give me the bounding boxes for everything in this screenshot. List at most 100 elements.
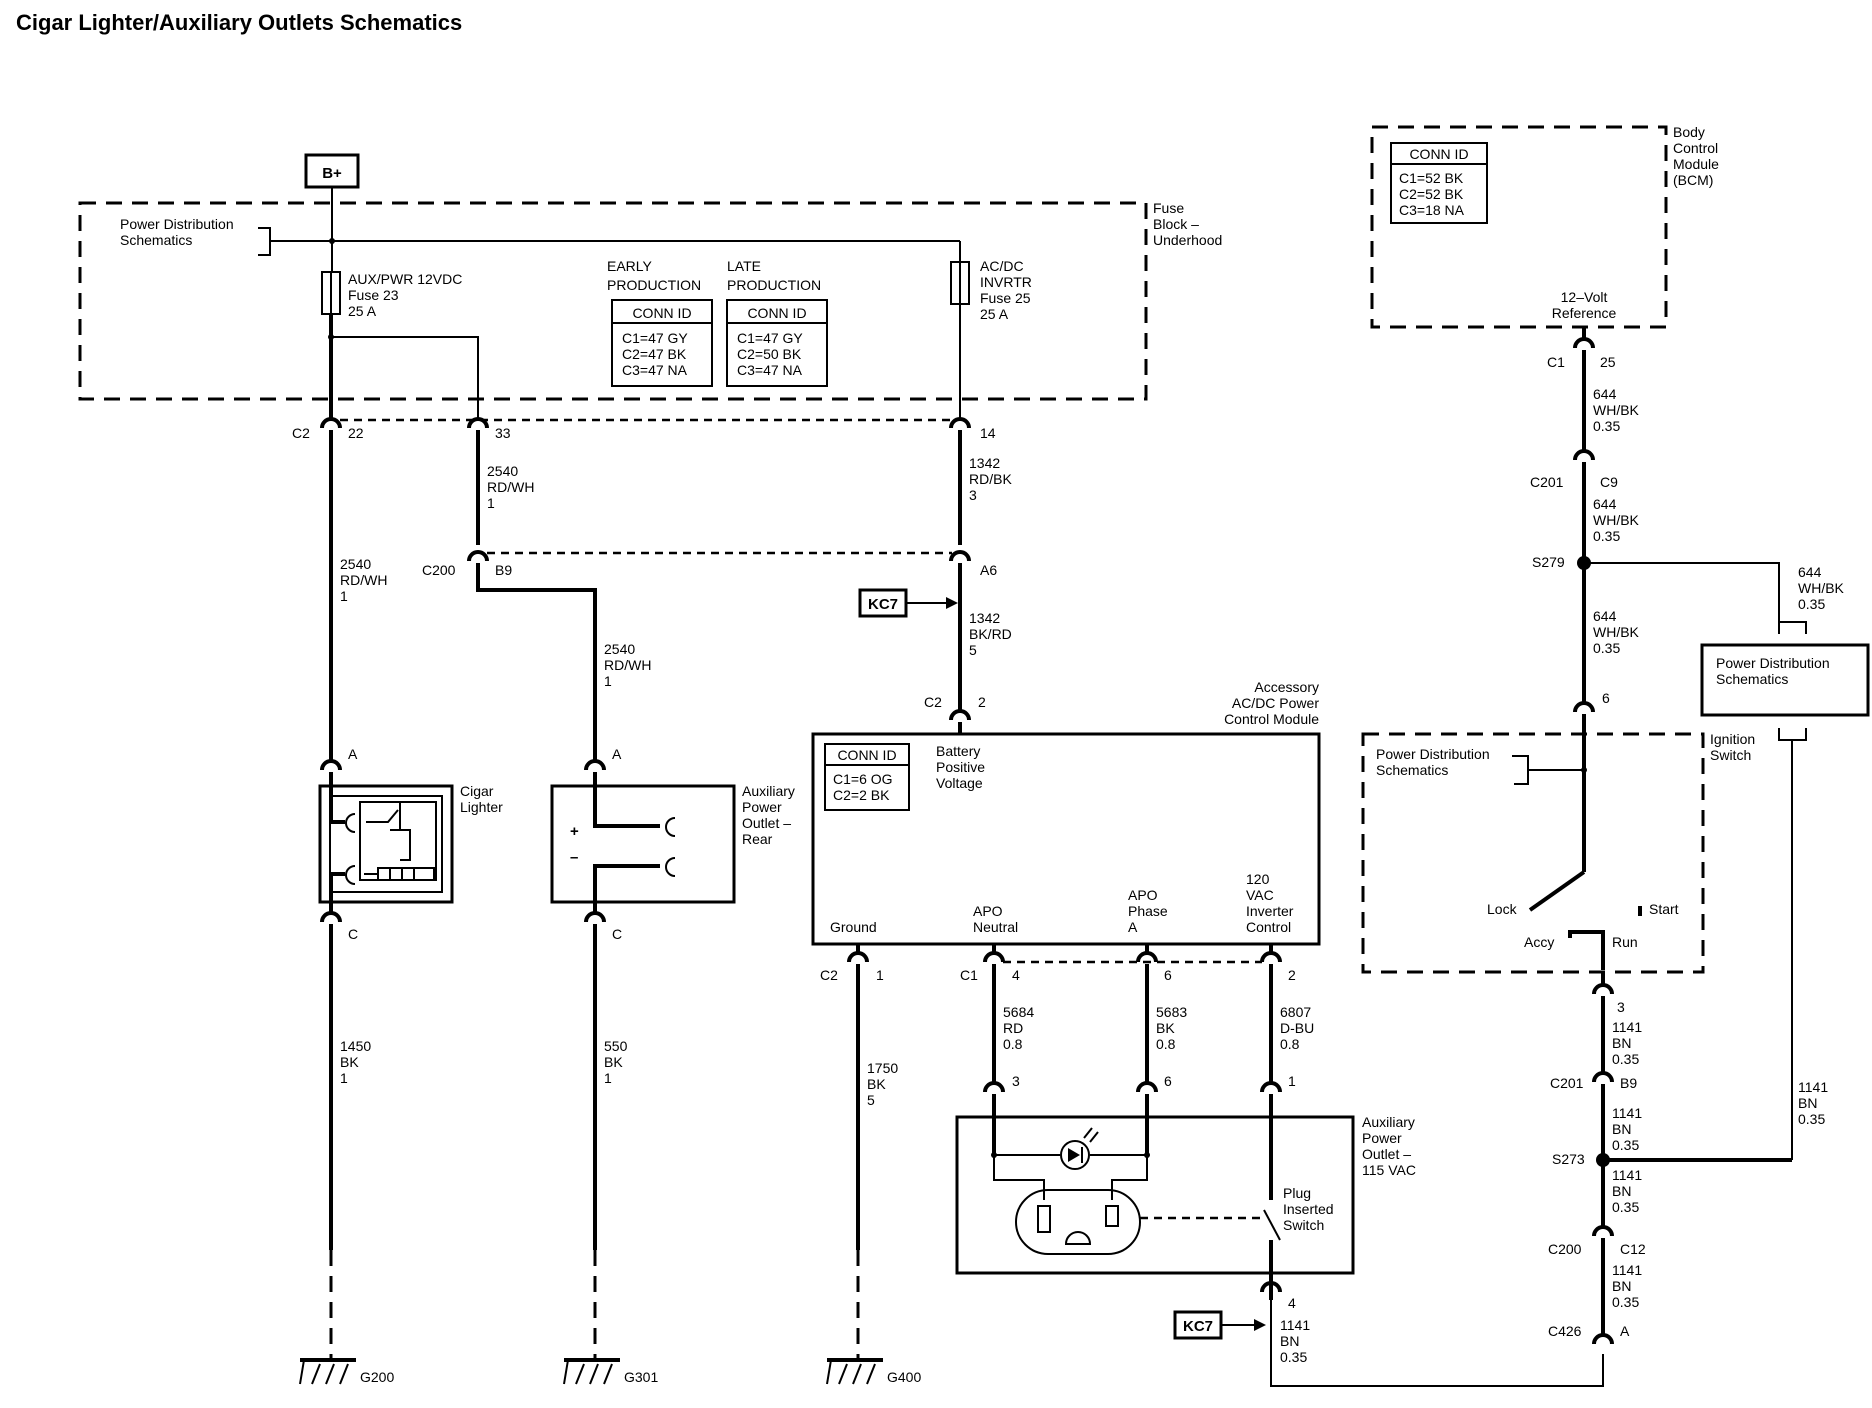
- svg-text:Outlet –: Outlet –: [742, 815, 791, 831]
- svg-text:2540: 2540: [487, 463, 518, 479]
- svg-text:Control: Control: [1673, 140, 1718, 156]
- c1-pin-2: 2: [1288, 967, 1296, 983]
- svg-text:RD/BK: RD/BK: [969, 471, 1012, 487]
- svg-text:0.8: 0.8: [1003, 1036, 1023, 1052]
- accy-label: Accy: [1524, 934, 1554, 950]
- svg-text:BK: BK: [1156, 1020, 1175, 1036]
- svg-text:1141: 1141: [1612, 1167, 1642, 1183]
- battery-positive-label: Battery Positive Voltage: [936, 743, 985, 791]
- svg-text:0.35: 0.35: [1798, 596, 1825, 612]
- aux-115-label: Auxiliary Power Outlet – 115 VAC: [1362, 1114, 1416, 1178]
- svg-text:Fuse: Fuse: [1153, 200, 1184, 216]
- svg-text:Body: Body: [1673, 124, 1705, 140]
- cigar-lighter-label: Cigar Lighter: [460, 783, 503, 815]
- wire-1141-kc7-label: 1141 BN 0.35: [1280, 1317, 1310, 1365]
- wire-2540-aux-rear-label: 2540 RD/WH 1: [604, 641, 651, 689]
- svg-text:Outlet –: Outlet –: [1362, 1146, 1411, 1162]
- cigar-lighter-icon: [318, 784, 454, 904]
- wire-1141-pds-label: 1141 BN 0.35: [1798, 1079, 1828, 1127]
- svg-text:1: 1: [340, 1070, 348, 1086]
- svg-text:CONN ID: CONN ID: [837, 747, 896, 763]
- connector-c1-4: [983, 951, 1005, 963]
- ground-c2-pin: 1: [876, 967, 884, 983]
- wire-1141-b-label: 1141 BN 0.35: [1612, 1105, 1642, 1153]
- svg-text:1141: 1141: [1612, 1019, 1642, 1035]
- ignition-pds-bracket: [1512, 755, 1529, 785]
- fuse-25-label: AC/DC INVRTR Fuse 25 25 A: [980, 258, 1032, 322]
- fuse-block-outline: [78, 201, 1148, 401]
- svg-text:0.35: 0.35: [1593, 528, 1620, 544]
- c200-c12-label: C200: [1548, 1241, 1582, 1257]
- svg-text:120: 120: [1246, 871, 1270, 887]
- connector-a6: [949, 550, 971, 562]
- svg-text:PRODUCTION: PRODUCTION: [727, 277, 821, 293]
- wire-644-a-label: 644 WH/BK 0.35: [1593, 386, 1640, 434]
- wire-6807-label: 6807 D-BU 0.8: [1280, 1004, 1314, 1052]
- svg-text:Schematics: Schematics: [1376, 762, 1448, 778]
- connector-ign-3: [1592, 983, 1614, 995]
- late-production-label: LATE PRODUCTION: [727, 258, 821, 293]
- svg-text:Fuse 25: Fuse 25: [980, 290, 1031, 306]
- svg-text:C1=47 GY: C1=47 GY: [737, 330, 803, 346]
- svg-text:644: 644: [1593, 496, 1617, 512]
- ignition-pds-label: Power Distribution Schematics: [1376, 746, 1490, 778]
- connector-bcm-c1: [1573, 337, 1595, 349]
- svg-text:1342: 1342: [969, 610, 1000, 626]
- svg-text:1141: 1141: [1612, 1262, 1642, 1278]
- svg-text:Accessory: Accessory: [1254, 679, 1319, 695]
- svg-text:CONN ID: CONN ID: [1409, 146, 1468, 162]
- pds-box-right: [1700, 643, 1870, 717]
- svg-text:2540: 2540: [340, 556, 371, 572]
- svg-text:1750: 1750: [867, 1060, 898, 1076]
- out-pin-6: 6: [1164, 1073, 1172, 1089]
- svg-text:1141: 1141: [1280, 1317, 1310, 1333]
- wire-2540-aux-rear: [476, 563, 597, 762]
- svg-text:5684: 5684: [1003, 1004, 1034, 1020]
- wire-1141-bottom: [1270, 1294, 1604, 1387]
- svg-text:BK/RD: BK/RD: [969, 626, 1012, 642]
- connector-c2-33: [467, 417, 489, 429]
- svg-text:C3=18 NA: C3=18 NA: [1399, 202, 1465, 218]
- wire-1342-top-label: 1342 RD/BK 3: [969, 455, 1012, 503]
- outlet-receptacle-icon: [1015, 1189, 1141, 1255]
- svg-text:0.35: 0.35: [1612, 1137, 1639, 1153]
- conn-id-late: CONN ID C1=47 GY C2=50 BK C3=47 NA: [726, 299, 828, 387]
- connector-c2-22: [320, 417, 342, 429]
- svg-text:C1=47 GY: C1=47 GY: [622, 330, 688, 346]
- acdc-c2-label: C2: [924, 694, 942, 710]
- svg-text:Power: Power: [742, 799, 782, 815]
- connector-c200-c12: [1592, 1225, 1614, 1237]
- svg-text:RD/WH: RD/WH: [487, 479, 534, 495]
- kc7-pin-4: 4: [1288, 1295, 1296, 1311]
- ground-c2-label: C2: [820, 967, 838, 983]
- wire-5683-label: 5683 BK 0.8: [1156, 1004, 1187, 1052]
- c2-pin-14: 14: [980, 425, 996, 441]
- wire-644-c-label: 644 WH/BK 0.35: [1593, 608, 1640, 656]
- svg-text:12–Volt: 12–Volt: [1561, 289, 1608, 305]
- ground-g200-icon: [299, 1358, 356, 1385]
- cigar-pin-a: A: [348, 746, 358, 762]
- connector-out-6: [1136, 1081, 1158, 1093]
- connector-c201-b9: [1592, 1071, 1614, 1083]
- connector-c1-2: [1260, 951, 1282, 963]
- svg-text:C3=47 NA: C3=47 NA: [737, 362, 803, 378]
- svg-text:RD/WH: RD/WH: [340, 572, 387, 588]
- svg-text:Power: Power: [1362, 1130, 1402, 1146]
- s279-label: S279: [1532, 554, 1565, 570]
- svg-text:Power Distribution: Power Distribution: [1376, 746, 1490, 762]
- c201-b9-label: C201: [1550, 1075, 1584, 1091]
- svg-text:AC/DC: AC/DC: [980, 258, 1024, 274]
- cigar-pin-c: C: [348, 926, 358, 942]
- svg-text:0.35: 0.35: [1798, 1111, 1825, 1127]
- kc7-label: KC7: [868, 596, 898, 613]
- led-icon: [1060, 1127, 1099, 1170]
- svg-text:(BCM): (BCM): [1673, 172, 1713, 188]
- svg-text:C1=52 BK: C1=52 BK: [1399, 170, 1464, 186]
- svg-text:PRODUCTION: PRODUCTION: [607, 277, 701, 293]
- svg-text:Switch: Switch: [1710, 747, 1751, 763]
- page-title: Cigar Lighter/Auxiliary Outlets Schemati…: [16, 10, 462, 35]
- c1-pin-4: 4: [1012, 967, 1020, 983]
- connector-aux-c: [584, 911, 606, 923]
- svg-text:BK: BK: [867, 1076, 886, 1092]
